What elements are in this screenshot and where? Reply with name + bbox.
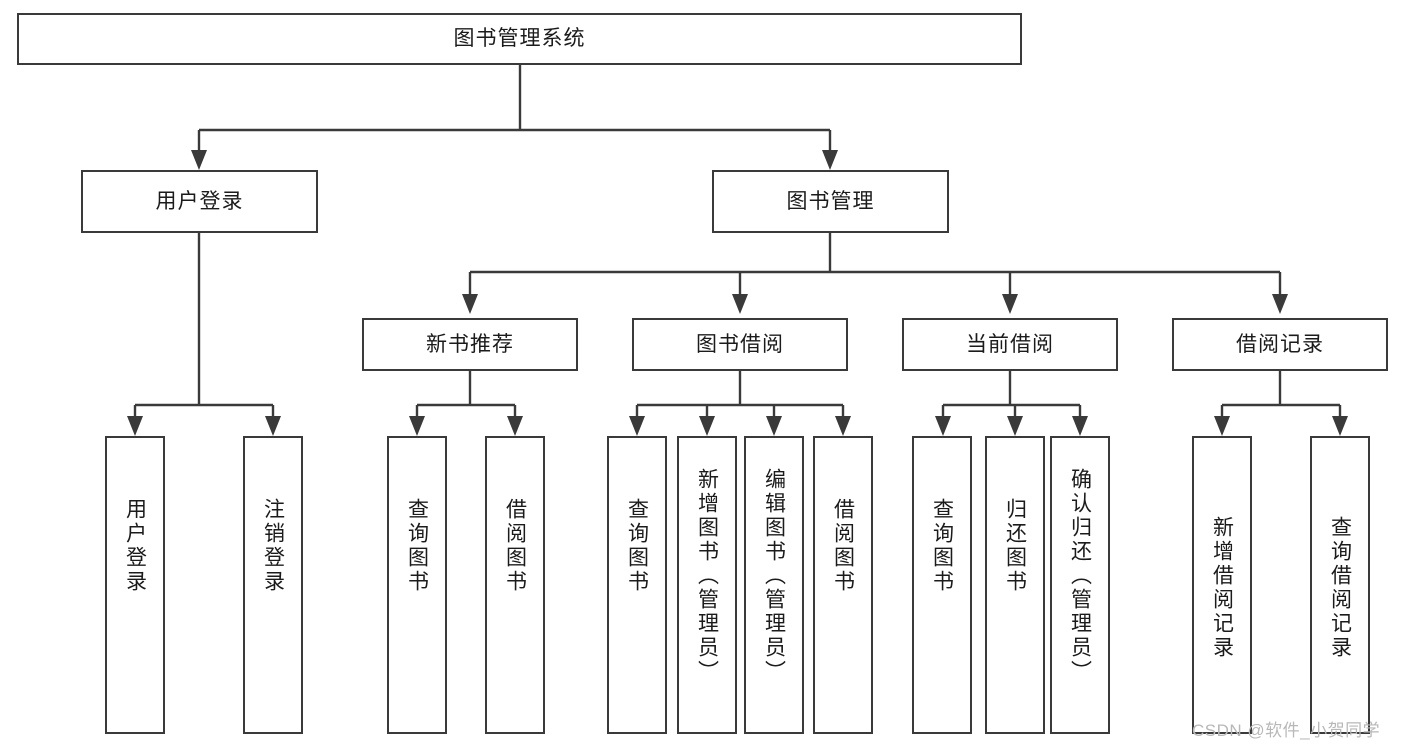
node-borrow-record[interactable]: 借阅记录 xyxy=(1172,318,1388,371)
leaf-borrow-borrow-book[interactable]: 借阅图书 xyxy=(813,436,873,734)
leaf-record-add-record[interactable]: 新增借阅记录 xyxy=(1192,436,1252,734)
csdn-watermark: CSDN @软件_小贺同学 xyxy=(1192,721,1381,740)
leaf-borrow-borrow-book-label: 借阅图书 xyxy=(831,498,855,594)
leaf-user-login-login[interactable]: 用户登录 xyxy=(105,436,165,734)
leaf-borrow-edit-book-admin-label: 编辑图书（管理员） xyxy=(762,468,786,684)
leaf-user-login-login-label: 用户登录 xyxy=(123,498,147,594)
leaf-user-login-logout[interactable]: 注销登录 xyxy=(243,436,303,734)
node-root-label: 图书管理系统 xyxy=(453,27,586,51)
leaf-current-return-book[interactable]: 归还图书 xyxy=(985,436,1045,734)
leaf-recommend-borrow-book-label: 借阅图书 xyxy=(503,498,527,594)
leaf-borrow-add-book-admin-label: 新增图书（管理员） xyxy=(695,468,719,684)
node-new-book-recommend[interactable]: 新书推荐 xyxy=(362,318,578,371)
leaf-recommend-query-book-label: 查询图书 xyxy=(405,498,429,594)
leaf-borrow-edit-book-admin[interactable]: 编辑图书（管理员） xyxy=(744,436,804,734)
node-new-book-recommend-label: 新书推荐 xyxy=(426,332,514,356)
leaf-current-confirm-return-admin-label: 确认归还（管理员） xyxy=(1068,468,1092,684)
node-current-borrow[interactable]: 当前借阅 xyxy=(902,318,1118,371)
node-book-management[interactable]: 图书管理 xyxy=(712,170,949,233)
leaf-user-login-logout-label: 注销登录 xyxy=(261,498,285,594)
leaf-record-add-record-label: 新增借阅记录 xyxy=(1210,516,1234,660)
leaf-current-confirm-return-admin[interactable]: 确认归还（管理员） xyxy=(1050,436,1110,734)
leaf-borrow-add-book-admin[interactable]: 新增图书（管理员） xyxy=(677,436,737,734)
leaf-recommend-query-book[interactable]: 查询图书 xyxy=(387,436,447,734)
leaf-current-return-book-label: 归还图书 xyxy=(1003,498,1027,594)
node-root[interactable]: 图书管理系统 xyxy=(17,13,1022,65)
leaf-recommend-borrow-book[interactable]: 借阅图书 xyxy=(485,436,545,734)
node-book-management-label: 图书管理 xyxy=(786,189,875,213)
leaf-record-query-record-label: 查询借阅记录 xyxy=(1328,516,1352,660)
leaf-current-query-book-label: 查询图书 xyxy=(930,498,954,594)
leaf-record-query-record[interactable]: 查询借阅记录 xyxy=(1310,436,1370,734)
node-borrow-record-label: 借阅记录 xyxy=(1236,332,1324,356)
node-current-borrow-label: 当前借阅 xyxy=(966,332,1054,356)
leaf-current-query-book[interactable]: 查询图书 xyxy=(912,436,972,734)
leaf-borrow-query-book[interactable]: 查询图书 xyxy=(607,436,667,734)
node-user-login-label: 用户登录 xyxy=(155,189,244,213)
node-user-login[interactable]: 用户登录 xyxy=(81,170,318,233)
node-book-borrow[interactable]: 图书借阅 xyxy=(632,318,848,371)
node-book-borrow-label: 图书借阅 xyxy=(696,332,784,356)
leaf-borrow-query-book-label: 查询图书 xyxy=(625,498,649,594)
